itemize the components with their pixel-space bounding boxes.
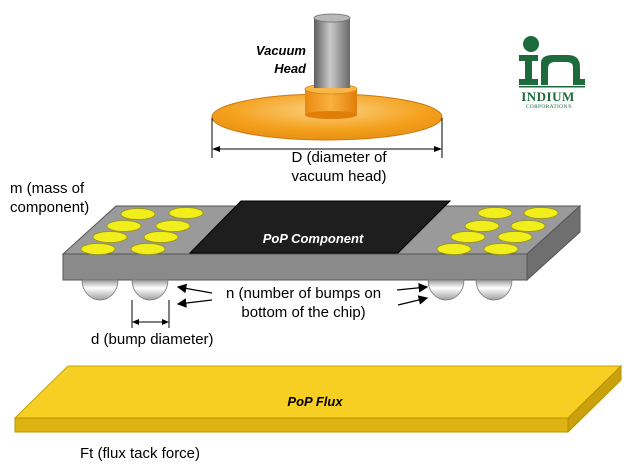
bump-diameter-label: d (bump diameter) xyxy=(91,331,214,348)
indium-logo-mark xyxy=(519,36,585,88)
vacuum-head-diameter-label: D (diameter of vacuum head) xyxy=(264,148,414,186)
bump xyxy=(427,279,465,301)
package-front-face xyxy=(62,253,528,281)
mass-label-line2: component) xyxy=(10,199,90,216)
mass-label-line1: m (mass of xyxy=(10,180,85,197)
pad xyxy=(155,220,191,232)
pop-component-die xyxy=(188,200,452,254)
vacuum-head-label: Vacuum Head xyxy=(236,42,306,78)
pop-flux-slab xyxy=(13,364,623,434)
vacuum-head xyxy=(211,13,443,141)
pad xyxy=(80,243,116,255)
pad xyxy=(497,231,533,243)
pad xyxy=(477,207,513,219)
flux-tack-force-label: Ft (flux tack force) xyxy=(80,445,201,462)
left-pads xyxy=(80,207,204,255)
diameter-dimension xyxy=(211,118,443,158)
flux-front-face xyxy=(14,417,569,433)
vacuum-head-label-line1: Vacuum xyxy=(255,43,306,58)
pad xyxy=(120,208,156,220)
bump-count-label: n (number of bumps on bottom of the chip… xyxy=(226,284,381,322)
bumps-label-line2: bottom of the chip) xyxy=(241,304,366,321)
bump-count-arrows xyxy=(176,283,429,308)
bump xyxy=(131,279,169,301)
pad xyxy=(168,207,204,219)
right-pads xyxy=(436,207,559,255)
solder-bumps xyxy=(81,279,513,301)
flux-side-face xyxy=(567,364,622,434)
diameter-label-line1: D (diameter of xyxy=(291,149,387,166)
pad xyxy=(510,220,546,232)
bump xyxy=(475,279,513,301)
vacuum-head-label-line2: Head xyxy=(274,61,306,76)
pad xyxy=(92,231,128,243)
pad xyxy=(523,207,559,219)
pad xyxy=(436,243,472,255)
vacuum-head-hub-bottom xyxy=(305,111,357,119)
package-side-face xyxy=(526,204,581,282)
pad xyxy=(143,231,179,243)
pop-component-label: PoP Component xyxy=(262,231,364,246)
diameter-label-line2: vacuum head) xyxy=(291,168,387,185)
pad xyxy=(464,220,500,232)
bump xyxy=(81,279,119,301)
pad xyxy=(483,243,519,255)
vacuum-head-column-top xyxy=(313,13,351,23)
bumps-label-line1: n (number of bumps on xyxy=(226,285,382,302)
logo-subtitle: CORPORATION® xyxy=(525,104,573,110)
logo-dot xyxy=(523,36,539,52)
pad xyxy=(130,243,166,255)
logo-name: INDIUM xyxy=(521,89,575,104)
component-mass-label: m (mass of component) xyxy=(10,179,89,217)
bump-diameter-dimension xyxy=(131,300,170,328)
vacuum-head-column xyxy=(314,18,350,88)
pad xyxy=(106,220,142,232)
flux-top-face xyxy=(13,365,623,419)
pad xyxy=(450,231,486,243)
pop-flux-label: PoP Flux xyxy=(287,394,343,409)
